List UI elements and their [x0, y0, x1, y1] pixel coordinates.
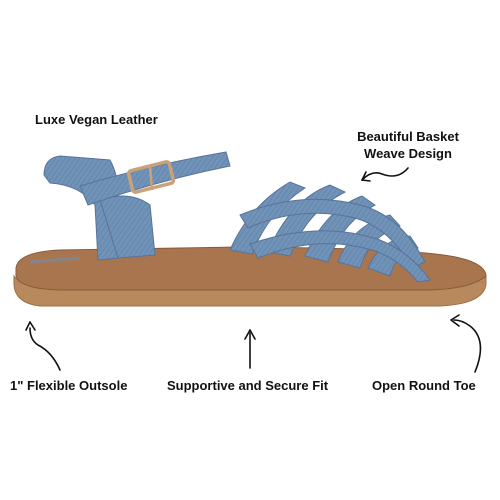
callout-vegan-leather: Luxe Vegan Leather	[35, 112, 158, 127]
callout-basket-weave-line1: Beautiful Basket	[357, 129, 459, 144]
basket-weave-straps	[229, 181, 431, 283]
callout-flexible-outsole: 1" Flexible Outsole	[10, 378, 128, 393]
buckle-icon	[126, 160, 176, 194]
callout-basket-weave: Beautiful Basket Weave Design	[352, 128, 464, 162]
callout-open-toe: Open Round Toe	[372, 378, 476, 393]
callout-secure-fit: Supportive and Secure Fit	[167, 378, 329, 393]
callout-basket-weave-line2: Weave Design	[364, 146, 452, 161]
footbed	[15, 246, 487, 291]
up-arrow-icon	[244, 329, 256, 369]
curved-arrow-icon	[361, 167, 409, 182]
curved-arrow-icon	[25, 321, 61, 371]
curved-arrow-icon	[450, 314, 482, 373]
